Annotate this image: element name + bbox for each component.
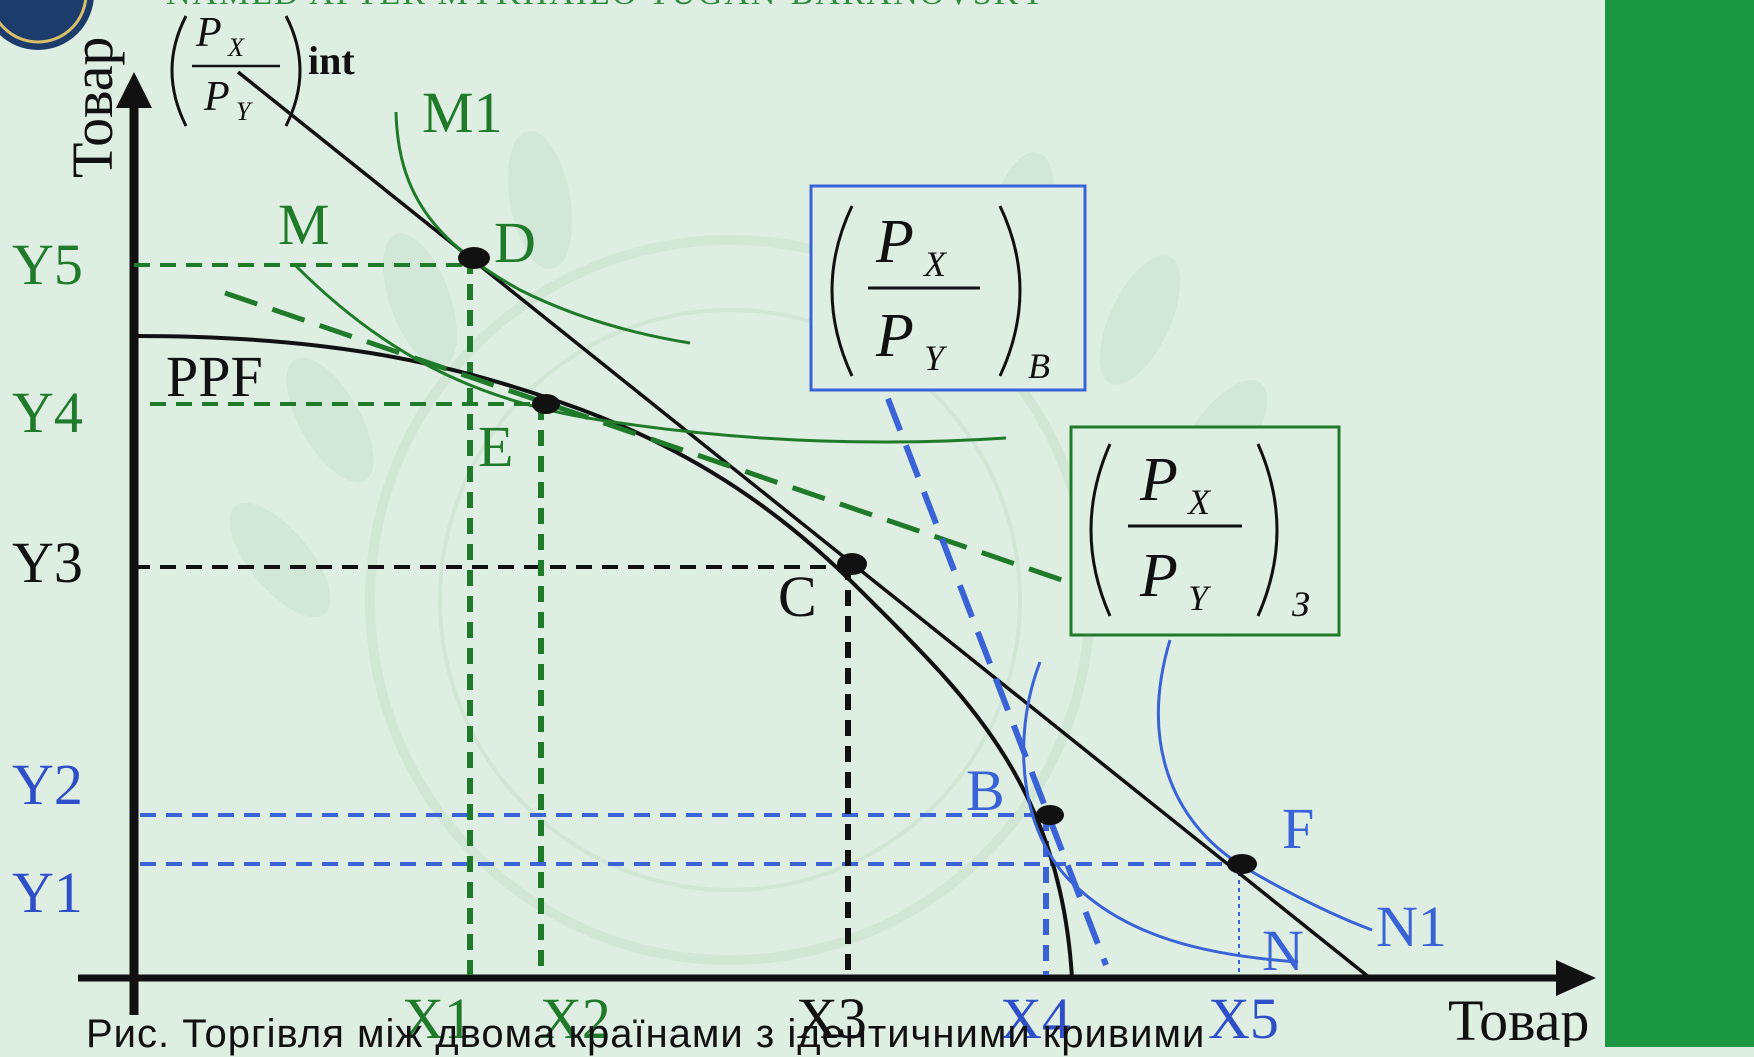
- label-n: N: [1262, 918, 1304, 983]
- right-sidebar: [1605, 0, 1754, 1047]
- ratio-z-box: P X P Y З: [1069, 425, 1341, 637]
- ratio-b-num: P: [875, 208, 914, 276]
- y-axis-label: Товар: [60, 37, 125, 178]
- x-tick-4: X4: [1000, 986, 1071, 1047]
- label-d: D: [494, 210, 536, 275]
- ratio-z-num: P: [1139, 446, 1178, 514]
- y-tick-1: Y1: [12, 860, 83, 925]
- point-b: [1036, 805, 1064, 825]
- y-tick-5: Y5: [12, 232, 83, 297]
- label-m1: M1: [422, 80, 503, 145]
- blue-price-line: [867, 350, 1109, 967]
- x-axis-arrow: [1556, 960, 1596, 996]
- green-price-line: [224, 290, 1127, 605]
- y-tick-4: Y4: [12, 380, 83, 445]
- ratio-int-den: P: [203, 74, 230, 120]
- ratio-b-den: P: [875, 302, 914, 370]
- ratio-int-den-sub: Y: [236, 97, 253, 126]
- banner-text: NAMED AFTER MYKHAILO TUGAN-BARANOVSKY: [166, 0, 1047, 12]
- ratio-int-num-sub: X: [227, 33, 245, 62]
- point-d: [458, 247, 490, 269]
- x-tick-1: X1: [402, 986, 473, 1047]
- label-n1: N1: [1376, 894, 1447, 959]
- ratio-z-num-sub: X: [1186, 482, 1212, 522]
- x-tick-3: X3: [796, 986, 867, 1047]
- ratio-z-den-sub: Y: [1188, 578, 1212, 618]
- figure-caption: Рис. Торгівля між двома країнами з ідент…: [86, 1012, 1206, 1056]
- x-tick-2: X2: [540, 986, 611, 1047]
- point-f: [1227, 854, 1257, 874]
- indifference-m1: [394, 111, 691, 345]
- ratio-b-box: P X P Y B: [809, 184, 1087, 392]
- label-b: B: [966, 758, 1005, 823]
- indifference-m: [294, 264, 1007, 444]
- int-price-line: [236, 70, 1372, 980]
- ratio-int-num: P: [195, 10, 222, 56]
- ratio-z-suffix: З: [1292, 584, 1310, 624]
- y-axis-arrow: [116, 72, 152, 108]
- label-f: F: [1282, 796, 1314, 861]
- ratio-b-suffix: B: [1028, 346, 1050, 386]
- label-ppf: PPF: [166, 344, 263, 409]
- ratio-int-suffix: int: [308, 38, 355, 83]
- indifference-n1: [1157, 639, 1373, 932]
- ratio-b-num-sub: X: [922, 244, 948, 284]
- ratio-z-den: P: [1139, 542, 1178, 610]
- label-m: M: [278, 192, 330, 257]
- x-tick-5: X5: [1208, 986, 1279, 1047]
- university-logo: [0, 0, 94, 50]
- indifference-n: [1022, 661, 1299, 964]
- label-c: C: [778, 564, 817, 629]
- points: [458, 247, 1257, 874]
- label-e: E: [478, 414, 513, 479]
- ratio-b-den-sub: Y: [924, 338, 948, 378]
- ratio-int: P X P Y int: [170, 10, 355, 127]
- y-tick-2: Y2: [12, 752, 83, 817]
- point-c: [837, 553, 867, 575]
- y-tick-3: Y3: [12, 530, 83, 595]
- point-e: [532, 394, 560, 414]
- ppf-curve: [135, 334, 1074, 979]
